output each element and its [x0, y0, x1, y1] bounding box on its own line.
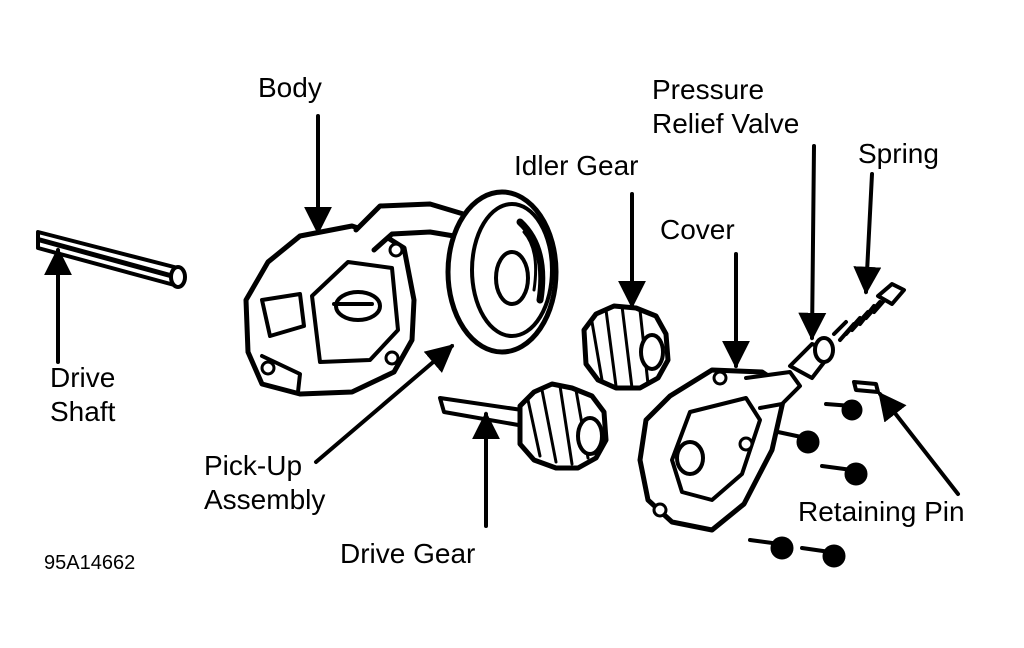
label-pickup-line1: Pick-Up — [204, 450, 303, 481]
pump-body-part — [243, 201, 473, 397]
label-idler-gear: Idler Gear — [514, 150, 639, 181]
bolt — [800, 544, 846, 568]
label-relief-valve-line1: Pressure — [652, 74, 765, 105]
spring-part — [832, 282, 906, 342]
bolt — [820, 462, 868, 486]
bolt — [748, 536, 794, 560]
bolt — [776, 430, 820, 454]
drive-gear-part — [438, 381, 609, 471]
arrow-pickup — [314, 344, 455, 464]
retaining-pin-part — [852, 380, 880, 394]
label-drive-gear: Drive Gear — [340, 538, 476, 569]
arrow-retaining-pin — [878, 391, 960, 496]
leader-arrows — [44, 114, 960, 528]
arrow-relief-valve — [798, 144, 827, 341]
drive-shaft-part — [36, 230, 187, 289]
pump-cover-part — [637, 367, 802, 533]
arrow-spring — [853, 172, 882, 295]
label-pickup-line2: Assembly — [204, 484, 326, 515]
label-retaining-pin: Retaining Pin — [798, 496, 965, 527]
label-drive-shaft-line1: Drive — [50, 362, 116, 393]
label-drive-shaft-line2: Shaft — [50, 396, 116, 427]
label-body: Body — [258, 72, 322, 103]
label-cover: Cover — [660, 214, 735, 245]
label-spring: Spring — [858, 138, 939, 169]
label-relief-valve-line2: Relief Valve — [652, 108, 800, 139]
idler-gear-part — [581, 303, 671, 391]
cover-bolts — [748, 399, 868, 568]
bolt — [824, 399, 863, 421]
figure-id: 95A14662 — [44, 552, 136, 574]
pickup-screen-part — [445, 189, 559, 355]
relief-valve-part — [788, 336, 835, 380]
